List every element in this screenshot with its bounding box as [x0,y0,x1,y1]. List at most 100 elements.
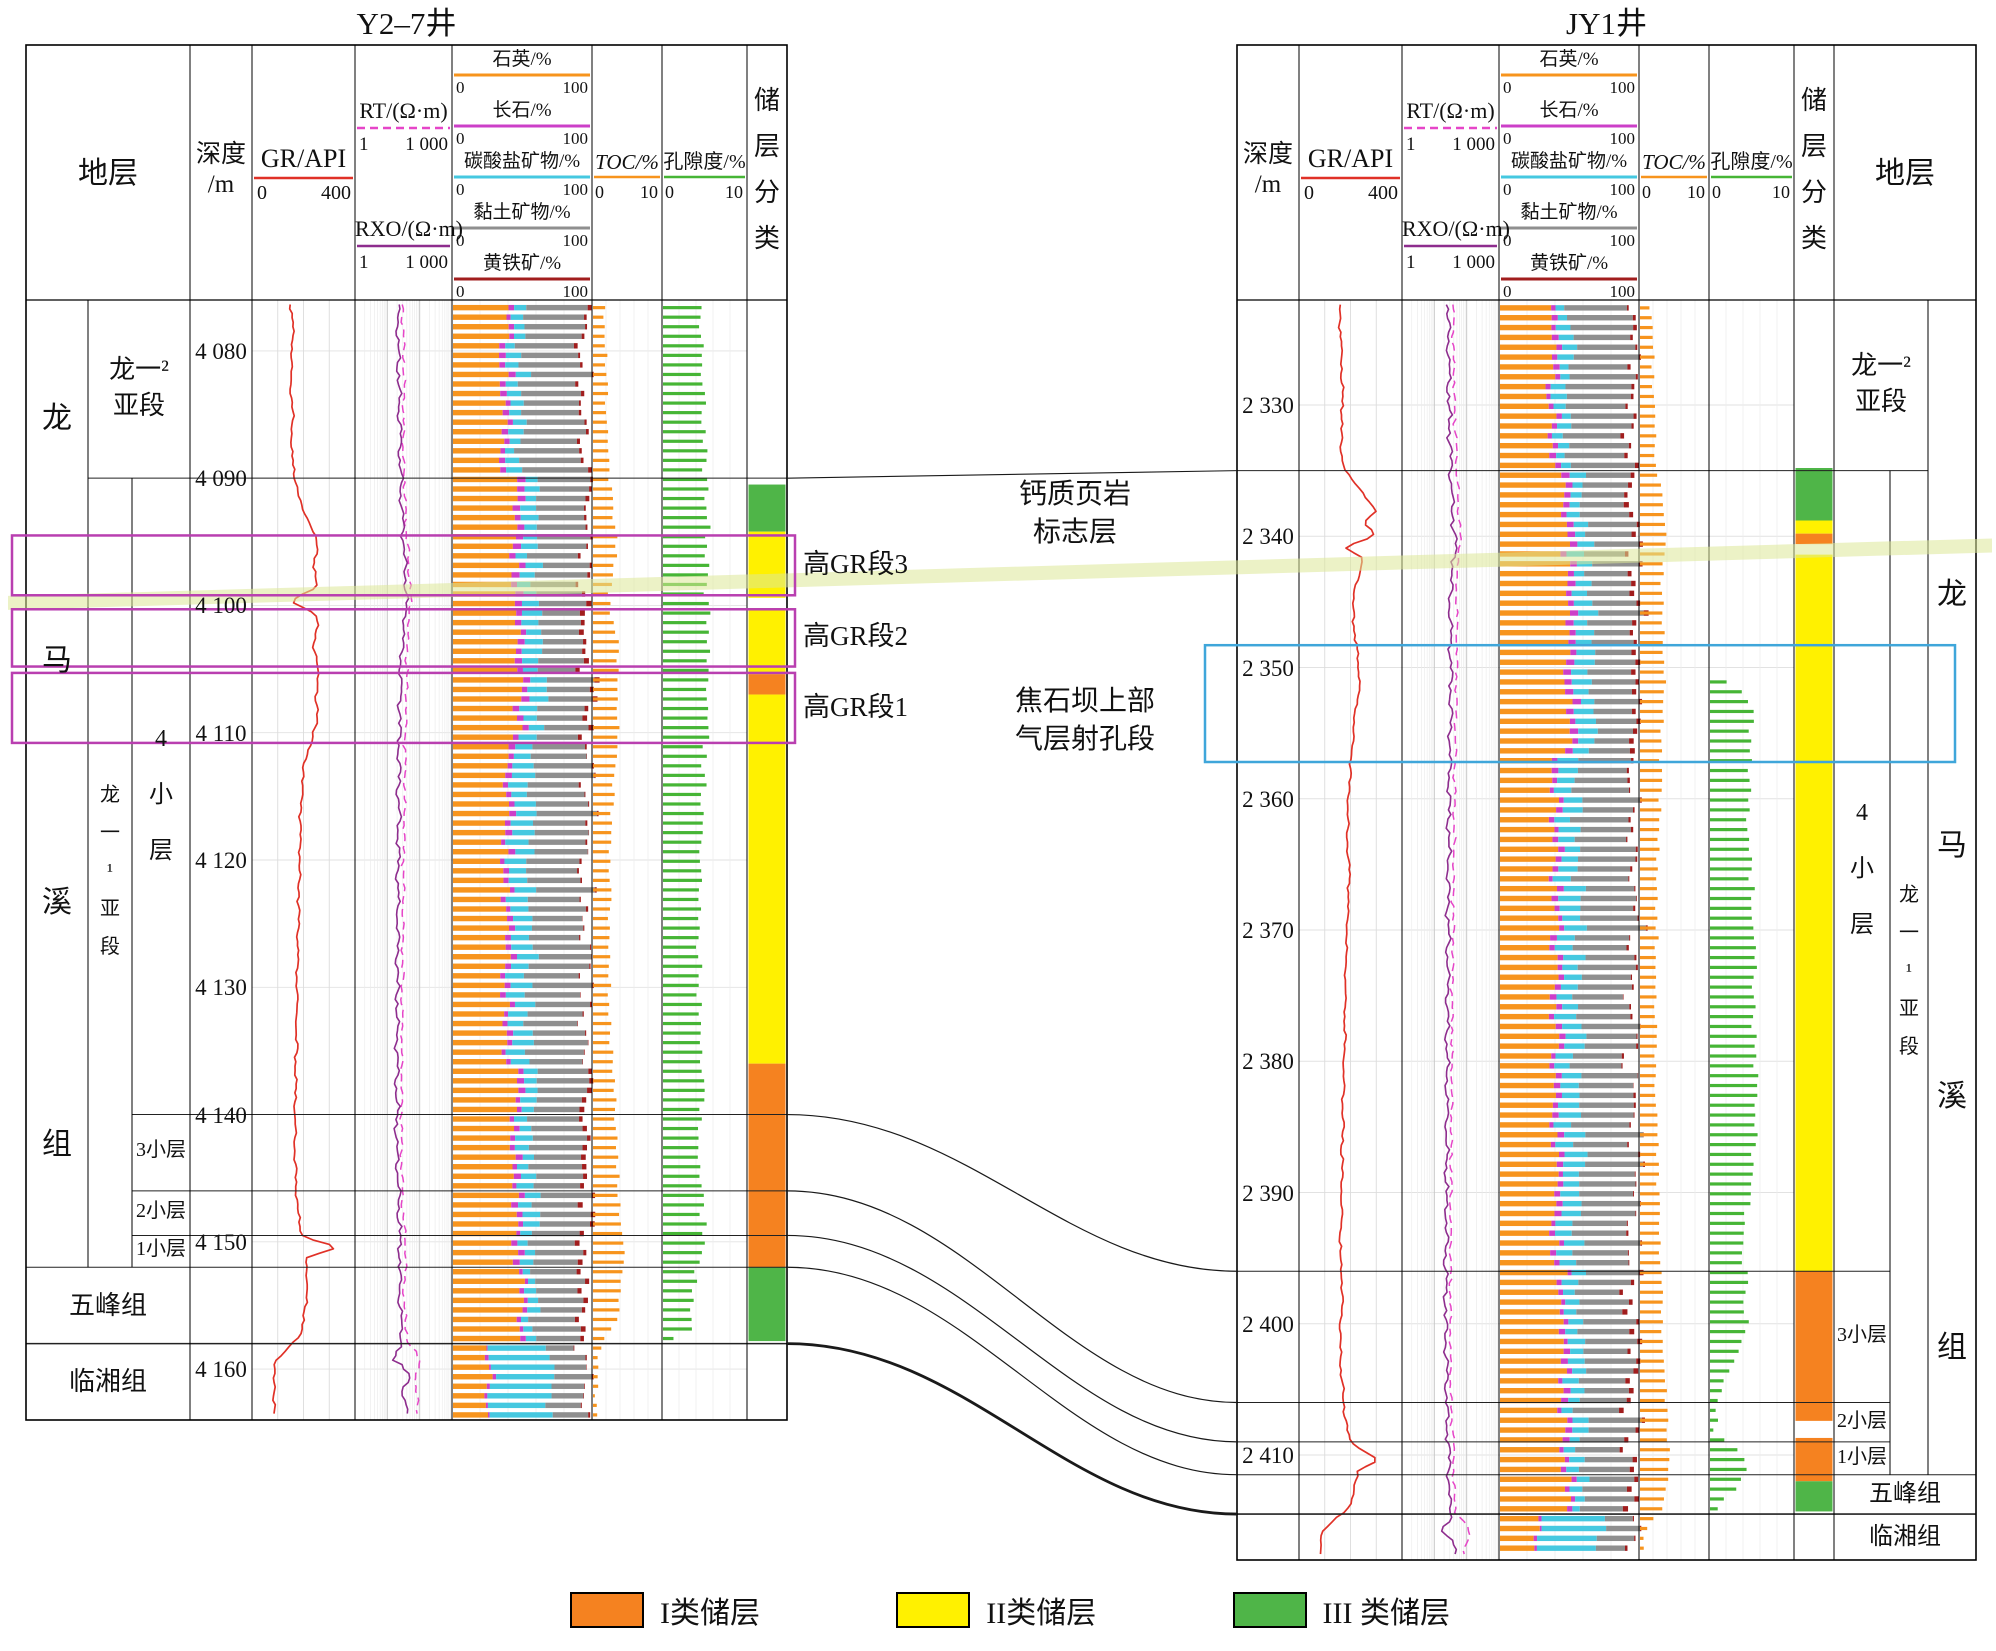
mineral-bar [537,705,585,712]
mineral-bar [453,667,518,674]
mineral-bar [1541,1515,1605,1522]
mineral-bar [453,1144,510,1151]
mineral-bar [522,1269,531,1275]
mineral-bar [1533,1535,1538,1542]
mineral-bar [514,658,523,664]
porosity-bar [663,936,699,940]
mineral-bar [510,934,529,941]
mineral-bar [1500,1013,1549,1020]
mineral-bar [1591,679,1636,685]
mineral-bar [453,1116,510,1122]
porosity-bar [663,1136,699,1140]
mineral-bar [516,715,524,721]
mineral-bar [517,1240,528,1246]
porosity-bar [663,706,709,711]
toc-bar [1640,1182,1657,1186]
mineral-bar [582,715,588,721]
rt-curve [398,304,421,1414]
mineral-bar [579,1106,585,1113]
toc-bar [1640,1467,1669,1472]
mineral-bar [487,1345,546,1351]
mineral-bar [578,409,582,416]
mineral-bar [453,553,510,559]
mineral-bar [1561,413,1571,419]
mineral-bar [577,868,579,874]
porosity-bar [663,649,711,653]
mineral-bar [1500,1496,1571,1502]
toc-bar [1640,345,1653,349]
porosity-bar [1710,1142,1756,1147]
mineral-bar [1556,807,1563,813]
mineral-bar [1500,1387,1564,1394]
mineral-bar [577,1020,578,1027]
porosity-bar [663,630,709,634]
mineral-bar [527,1116,580,1122]
mineral-bar [526,553,578,559]
high-gr-box-2 [10,608,797,668]
mineral-bar [1636,1358,1641,1364]
porosity-bar [1710,1448,1738,1452]
mineral-bar [1606,1525,1641,1532]
toc-bar [1640,316,1652,320]
mineral-bar [1563,1387,1571,1394]
mineral-bar [1624,1437,1629,1443]
mineral-bar [1627,1348,1631,1355]
porosity-bar [663,726,709,730]
mineral-bar [1576,1476,1590,1482]
mineral-bar [515,925,532,931]
reservoir-class-block [1795,1437,1833,1482]
porosity-bar [663,1146,699,1150]
mineral-bar [1500,1319,1564,1325]
mineral-bar [1556,1279,1562,1286]
mineral-bar [1546,393,1551,400]
mineral-bar [1632,315,1636,321]
mineral-bar [514,887,537,893]
porosity-bar [1710,1497,1724,1501]
toc-bar [1640,719,1664,723]
mineral-bar [1564,679,1572,685]
mineral-bar [1594,738,1630,744]
mineral-bar [1500,1427,1566,1433]
mineral-bar [453,1192,519,1199]
mineral-bar [508,429,524,435]
mineral-bar [1628,1260,1630,1266]
mineral-bar [1553,403,1566,410]
mineral-bar [577,734,582,740]
mineral-bar [538,1297,584,1304]
mineral-bar [1635,964,1638,971]
mineral-bar [1572,738,1579,744]
mineral-bar [1584,1387,1629,1394]
mineral-bar [1584,1043,1637,1049]
mineral-bar [1556,935,1575,941]
mineral-bar [1629,630,1633,636]
mineral-bar [518,1192,525,1199]
toc-bar [1640,601,1664,605]
mineral-bar [1566,393,1631,400]
mineral-bar [1633,1112,1635,1118]
toc-bar [593,735,618,739]
toc-bar [593,764,616,768]
toc-bar [593,678,618,682]
mineral-bar [1629,1122,1631,1128]
mineral-bar [532,744,586,750]
toc-bar [593,325,605,329]
mineral-bar [581,591,586,597]
mineral-bar [1626,767,1629,774]
toc-bar [593,1270,623,1274]
mineral-bar [523,534,538,540]
toc-bar [1640,857,1657,861]
mineral-bar [1569,1486,1583,1492]
mineral-bar [1562,1023,1582,1030]
mineral-bar [1500,1417,1568,1423]
mineral-bar [533,1039,588,1046]
porosity-bar [1710,749,1750,753]
mineral-bar [1548,876,1553,882]
mineral-bar [505,973,524,979]
mineral-bar [453,343,500,349]
porosity-bar [1710,1457,1745,1462]
mineral-bar [453,352,500,359]
mineral-bar [453,534,516,540]
mineral-bar [537,1087,588,1094]
mineral-bar [1578,856,1636,862]
porosity-bar [663,1251,702,1255]
